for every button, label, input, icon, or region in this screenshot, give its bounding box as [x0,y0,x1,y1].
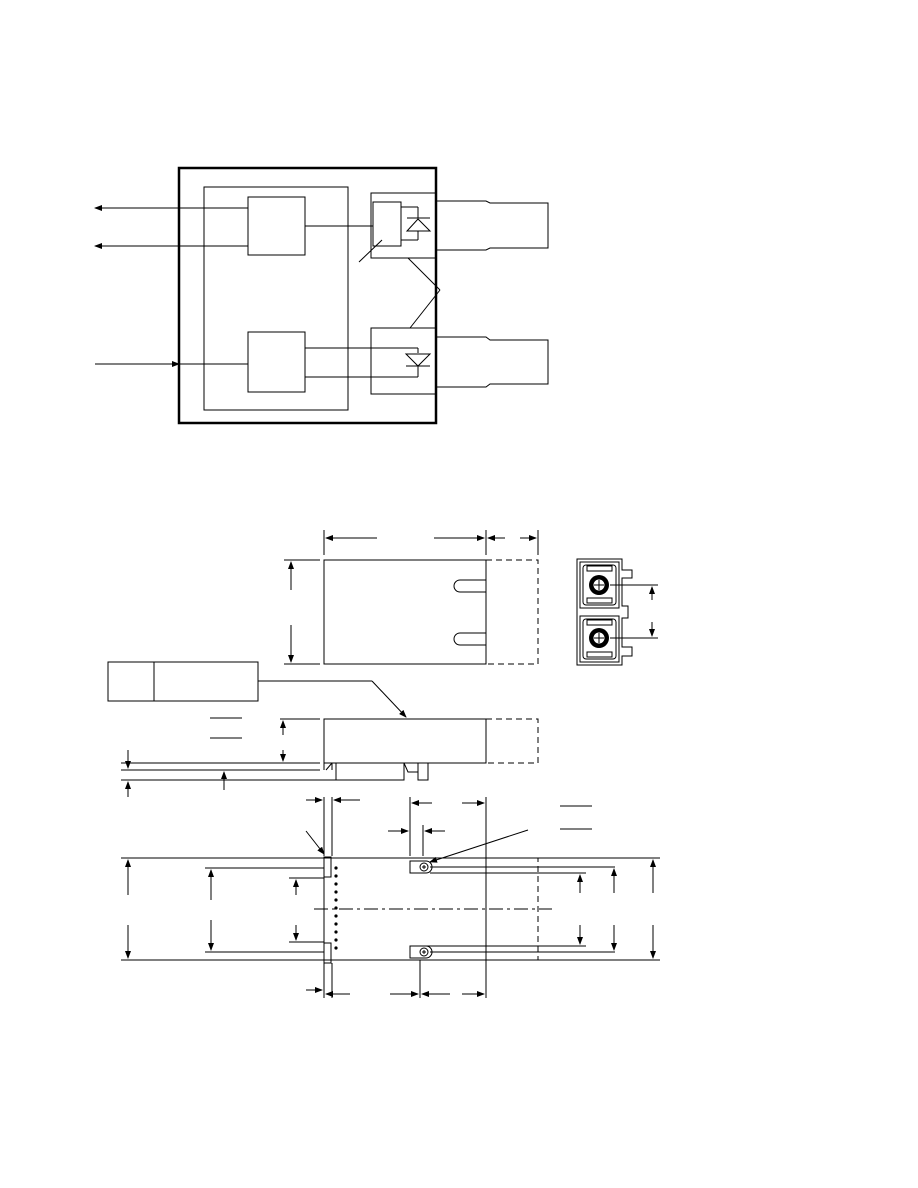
solder-post-lower [323,942,332,964]
led-icon [404,348,432,377]
label-box [107,661,259,702]
side-view [121,717,539,797]
top-view [284,530,539,665]
circuit-board-outline [203,186,349,411]
transmitter-osa-outline [370,327,437,395]
front-view-outline [576,558,633,666]
receiver-port-outline [436,200,549,251]
receiver-ic-block [247,196,306,256]
label-callout [107,661,407,718]
front-view [576,558,658,666]
bottom-view [121,797,660,998]
transmitter-ic-block [247,331,306,393]
mounting-slot-upper [409,860,615,874]
top-view-body [323,559,487,665]
fiber-ferrule-upper-icon [589,575,609,595]
mounting-slot-lower [409,945,615,959]
photodiode-icon [401,206,432,241]
transmitter-port-outline [436,336,549,388]
pin-row [334,866,338,950]
module-housing-outline [177,166,438,425]
side-view-body [323,718,487,764]
preamp-block [372,201,402,247]
mechanical-outline-drawing [107,530,660,998]
solder-post-upper [323,856,332,878]
fiber-ferrule-lower-icon [589,628,609,648]
top-view-connector-extension [485,559,539,665]
block-diagram [94,166,549,425]
receiver-osa-outline [370,192,437,259]
